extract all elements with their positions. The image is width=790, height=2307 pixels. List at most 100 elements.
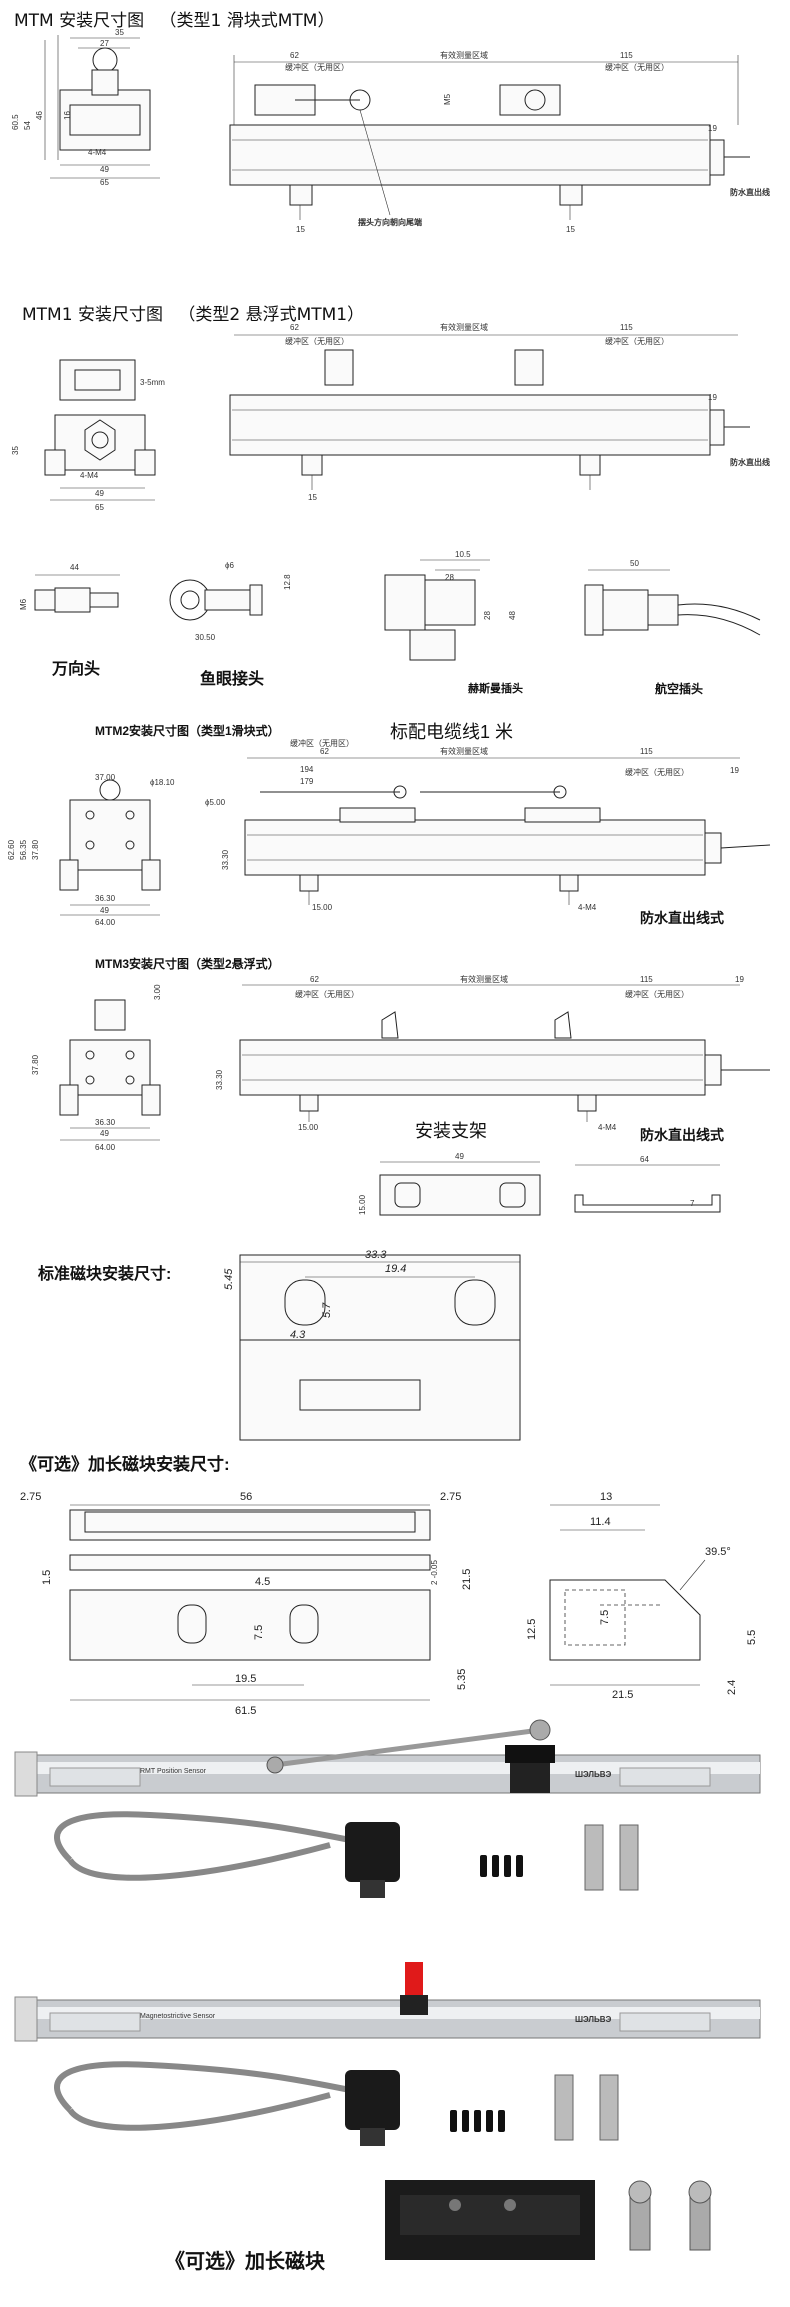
svg-text:11.4: 11.4 (590, 1516, 611, 1528)
photo2-label-left: Magnetostrictive Sensor (140, 2013, 216, 2020)
product-photo-slider (14, 1719, 761, 1898)
svg-text:36.30: 36.30 (95, 894, 116, 903)
svg-text:2.4: 2.4 (726, 1680, 738, 1695)
svg-text:62: 62 (290, 51, 299, 60)
bracket-top-view: 49 15.00 (358, 1152, 541, 1216)
svg-text:49: 49 (455, 1152, 464, 1161)
svg-text:5.7: 5.7 (321, 1302, 333, 1318)
svg-text:4-M4: 4-M4 (88, 148, 107, 157)
svg-text:缓冲区（无用区）: 缓冲区（无用区） (290, 738, 354, 748)
svg-text:5.45: 5.45 (223, 1268, 235, 1290)
mtm-side-view: 62 缓冲区（无用区） 有效测量区域 115 缓冲区（无用区） M5 15 15… (229, 50, 770, 234)
svg-text:缓冲区（无用区）: 缓冲区（无用区） (605, 62, 669, 72)
connector-hirschmann: 10.5 28 28 48 (384, 550, 517, 661)
svg-text:缓冲区（无用区）: 缓冲区（无用区） (285, 336, 349, 346)
svg-text:62: 62 (310, 975, 319, 984)
svg-text:19.5: 19.5 (235, 1673, 256, 1685)
mtm1-title: MTM1 安装尺寸图 （类型2 悬浮式MTM1） (22, 300, 364, 325)
svg-text:60.5: 60.5 (11, 114, 20, 130)
svg-text:35: 35 (11, 446, 20, 455)
svg-text:缓冲区（无用区）: 缓冲区（无用区） (295, 989, 359, 999)
svg-text:15: 15 (296, 225, 305, 234)
mtm3-cable-label: 防水直出线式 (640, 1127, 724, 1143)
svg-text:M6: M6 (19, 598, 28, 610)
svg-text:115: 115 (640, 975, 653, 984)
photo2-caption: 《可选》加长磁块 (165, 2251, 325, 2273)
svg-text:37.80: 37.80 (31, 1054, 40, 1075)
connector-universal-joint: 44 M6 (19, 563, 120, 613)
svg-text:37.80: 37.80 (31, 839, 40, 860)
svg-text:21.5: 21.5 (461, 1569, 473, 1590)
svg-text:19: 19 (708, 393, 717, 402)
svg-text:15: 15 (566, 225, 575, 234)
svg-text:19: 19 (730, 766, 739, 775)
svg-text:缓冲区（无用区）: 缓冲区（无用区） (625, 989, 689, 999)
svg-text:64.00: 64.00 (95, 1143, 116, 1152)
svg-text:65: 65 (95, 503, 104, 512)
svg-text:194: 194 (300, 765, 314, 774)
svg-text:49: 49 (95, 489, 104, 498)
mtm-title-sub: （类型1 滑块式MTM） (159, 11, 335, 31)
svg-text:37.00: 37.00 (95, 773, 116, 782)
svg-text:64: 64 (640, 1155, 649, 1164)
svg-text:28: 28 (483, 611, 492, 620)
svg-text:30.50: 30.50 (195, 633, 216, 642)
photo1-label-right: ШЭЛЬВЭ (575, 1770, 612, 1779)
magnet-long-side: 13 11.4 39.5° 12.5 7.5 5.5 21.5 2.4 (526, 1491, 758, 1701)
svg-text:4.3: 4.3 (290, 1329, 306, 1341)
mtm2-title: MTM2安装尺寸图（类型1滑块式） (95, 724, 280, 738)
cable-note: 标配电缆线1 米 (390, 722, 514, 742)
svg-text:54: 54 (23, 121, 32, 130)
svg-text:27: 27 (100, 39, 109, 48)
svg-text:56.35: 56.35 (19, 839, 28, 860)
svg-text:16: 16 (63, 111, 72, 120)
svg-text:15.00: 15.00 (358, 1194, 367, 1215)
svg-text:115: 115 (640, 747, 653, 756)
connector-label-hirschmann: 赫斯曼插头 (468, 683, 523, 695)
connector-label-universal: 万向头 (52, 661, 101, 678)
svg-text:35: 35 (115, 28, 124, 37)
magnet-long-title: 《可选》加长磁块安装尺寸: (20, 1455, 230, 1474)
svg-text:50: 50 (630, 559, 639, 568)
svg-text:65: 65 (100, 178, 109, 187)
svg-text:21.5: 21.5 (612, 1689, 633, 1701)
svg-text:33.30: 33.30 (221, 849, 230, 870)
photo2-label-right: ШЭЛЬВЭ (575, 2015, 612, 2024)
svg-text:防水直出线: 防水直出线 (730, 457, 770, 467)
svg-text:1.5: 1.5 (41, 1570, 53, 1585)
connector-label-aviation: 航空插头 (655, 682, 704, 696)
svg-text:ϕ6: ϕ6 (225, 561, 234, 570)
svg-text:19.4: 19.4 (385, 1263, 406, 1275)
svg-text:12.8: 12.8 (283, 574, 292, 590)
mtm1-title-main: MTM1 安装尺寸图 (22, 305, 163, 325)
svg-text:4-M4: 4-M4 (598, 1123, 617, 1132)
mtm2-end-view: 37.00 ϕ18.10 ϕ5.00 62.60 56.35 37.80 36.… (7, 773, 226, 927)
svg-text:48: 48 (508, 611, 517, 620)
svg-text:62: 62 (320, 747, 329, 756)
svg-text:4-M4: 4-M4 (578, 903, 597, 912)
svg-text:5.35: 5.35 (456, 1669, 468, 1690)
mtm-title: MTM 安装尺寸图 （类型1 滑块式MTM） (14, 6, 334, 31)
svg-text:36.30: 36.30 (95, 1118, 116, 1127)
mtm1-side-view: 62 缓冲区（无用区） 有效测量区域 115 缓冲区（无用区） 19 15 防水… (229, 322, 770, 502)
svg-text:防水直出线: 防水直出线 (730, 187, 770, 197)
svg-text:2.75: 2.75 (20, 1491, 41, 1503)
svg-text:M5: M5 (443, 93, 452, 105)
connector-rod-end: ϕ6 12.8 30.50 (169, 561, 292, 642)
mtm3-title: MTM3安装尺寸图（类型2悬浮式） (95, 957, 280, 971)
svg-text:有效测量区域: 有效测量区域 (440, 322, 488, 332)
magnet-standard-drawing: 33.3 19.4 5.45 5.7 4.3 (223, 1249, 521, 1441)
svg-text:有效测量区域: 有效测量区域 (460, 974, 508, 984)
mtm2-cable-label: 防水直出线式 (640, 910, 724, 926)
mtm1-title-sub: （类型2 悬浮式MTM1） (178, 305, 365, 325)
mtm3-end-view: 3.00 37.80 36.30 49 64.00 (31, 984, 162, 1152)
svg-text:缓冲区（无用区）: 缓冲区（无用区） (605, 336, 669, 346)
svg-text:2.75: 2.75 (440, 1491, 461, 1503)
svg-text:115: 115 (620, 323, 633, 332)
svg-text:15.00: 15.00 (312, 903, 333, 912)
magnet-std-title: 标准磁块安装尺寸: (38, 1266, 172, 1283)
svg-text:ϕ5.00: ϕ5.00 (205, 798, 226, 807)
svg-text:28: 28 (445, 573, 454, 582)
magnet-long-front: 2.75 56 2.75 1.5 4.5 2 -0.05 21.5 7.5 19… (20, 1491, 473, 1717)
